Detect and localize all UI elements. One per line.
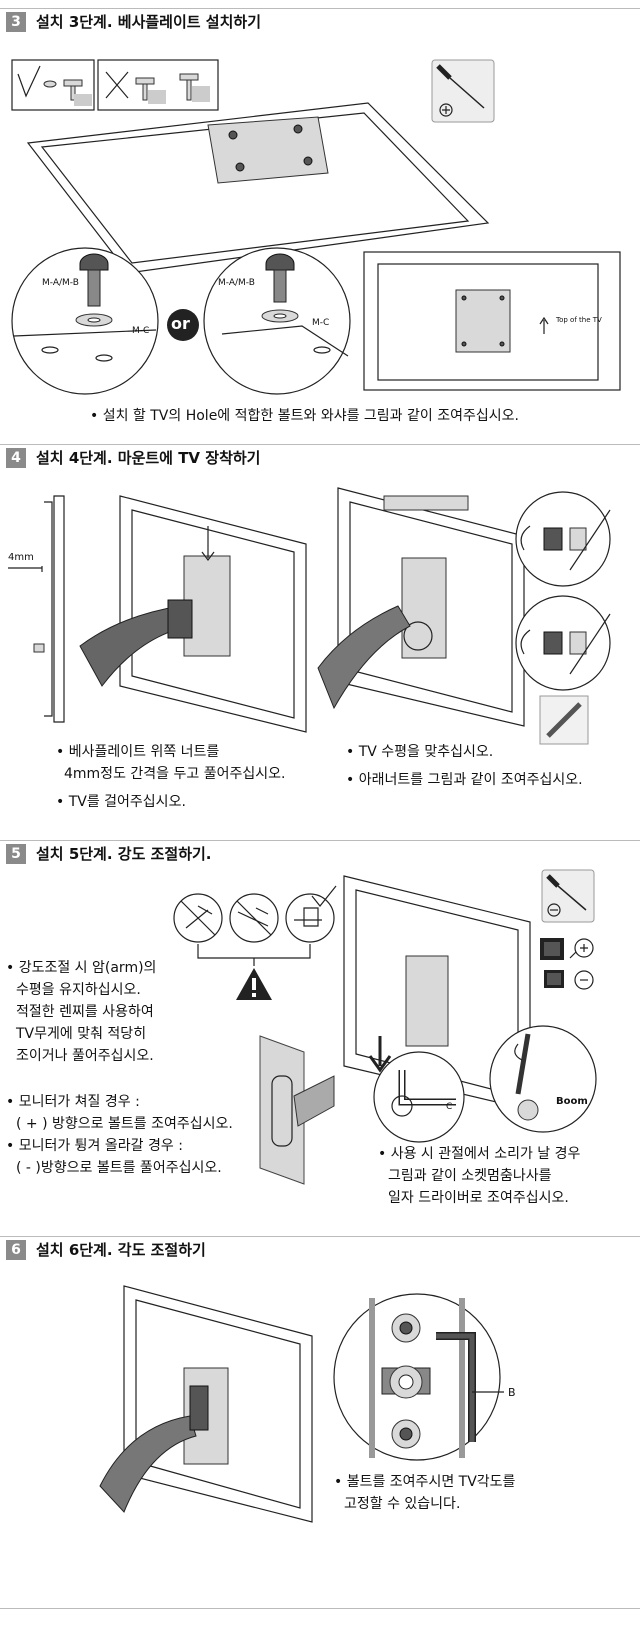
step-4-title: 설치 4단계. 마운트에 TV 장착하기 <box>36 449 261 467</box>
step-4-note-right-1: • TV 수평을 맞추십시오. <box>346 744 494 760</box>
tv-hanging-illustration <box>79 495 307 733</box>
step-5-note-left-1: • 강도조절 시 암(arm)의 <box>6 960 157 976</box>
tv-side-profile-illustration <box>33 495 65 723</box>
spirit-level-icon <box>539 695 589 745</box>
bolt-b-label: B <box>508 1386 516 1399</box>
step-5-note-right-2: 그림과 같이 소켓멈춤나사를 <box>388 1168 552 1184</box>
step-6-header: 6 설치 6단계. 각도 조절하기 <box>0 1236 640 1263</box>
step-4-note-right-2: • 아래너트를 그림과 같이 조여주십시오. <box>346 772 583 788</box>
step-5-note-left-8: • 모니터가 튕겨 올라갈 경우 : <box>6 1138 183 1154</box>
tv-level-illustration <box>317 487 525 727</box>
screwdriver-minus-icon <box>541 869 595 923</box>
step-5-title: 설치 5단계. 강도 조절하기. <box>36 845 212 863</box>
step-5-note-right-3: 일자 드라이버로 조여주십시오. <box>388 1190 569 1206</box>
nut-detail-circle-bottom <box>515 595 611 691</box>
step-5-note-left-4: TV무게에 맞춰 적당히 <box>16 1026 147 1042</box>
tighten-plus-icon <box>540 938 594 960</box>
wall-bracket-illustration <box>259 1035 335 1185</box>
step-3-title: 설치 3단계. 베사플레이트 설치하기 <box>36 13 262 31</box>
socket-screw-detail-circle <box>489 1025 597 1133</box>
step-3-number: 3 <box>6 12 26 32</box>
step-4-header: 4 설치 4단계. 마운트에 TV 장착하기 <box>0 444 640 471</box>
step-5-header: 5 설치 5단계. 강도 조절하기. <box>0 840 640 867</box>
incorrect-washer-icon <box>97 59 219 111</box>
bolt-label-left: M-A/M-B <box>42 278 79 288</box>
vesa-plate-position-illustration <box>363 251 621 391</box>
nut-detail-circle-top <box>515 491 611 587</box>
step-3-section: 3 설치 3단계. 베사플레이트 설치하기 <box>0 8 640 440</box>
step-3-header: 3 설치 3단계. 베사플레이트 설치하기 <box>0 8 640 35</box>
arm-level-warning-icons <box>173 885 337 1000</box>
tv-back-illustration <box>26 102 490 274</box>
gap-4mm-label: 4mm <box>8 552 34 563</box>
bottom-divider <box>0 1608 640 1609</box>
step-5-note-right-1: • 사용 시 관절에서 소리가 날 경우 <box>378 1146 581 1162</box>
top-of-tv-label: Top of the TV <box>556 316 602 324</box>
tv-angle-illustration <box>99 1285 313 1523</box>
step-5-number: 5 <box>6 844 26 864</box>
step-6-title: 설치 6단계. 각도 조절하기 <box>36 1241 206 1259</box>
wrench-c-label: C <box>446 1102 453 1112</box>
or-label: or <box>171 314 190 333</box>
step-6-note-1: • 볼트를 조여주시면 TV각도를 <box>334 1474 516 1490</box>
step-4-note-left-3: • TV를 걸어주십시오. <box>56 794 186 810</box>
step-6-note-2: 고정할 수 있습니다. <box>344 1496 461 1512</box>
or-badge-icon <box>167 309 199 341</box>
step-5-note-left-3: 적절한 렌찌를 사용하여 <box>16 1004 154 1020</box>
step-5-note-left-9: ( - )방향으로 볼트를 풀어주십시오. <box>16 1160 222 1176</box>
washer-label-left: M-C <box>132 326 150 336</box>
step-4-note-left-2: 4mm정도 간격을 두고 풀어주십시오. <box>64 766 286 782</box>
gap-dimension-line <box>8 566 43 572</box>
loosen-minus-icon <box>544 970 594 990</box>
step-6-section: 6 설치 6단계. 각도 조절하기 B • 볼트를 조여주시면 TV각도를 고정… <box>0 1236 640 1628</box>
bolt-detail-circle-right <box>203 247 351 395</box>
angle-bolt-detail-circle <box>333 1293 504 1461</box>
bolt-detail-circle-left <box>11 247 159 395</box>
boom-label: Boom <box>556 1096 588 1107</box>
step-5-note-left-2: 수평을 유지하십시오. <box>16 982 141 998</box>
step-5-note-left-7: ( + ) 방향으로 볼트를 조여주십시오. <box>16 1116 233 1132</box>
step-5-note-left-5: 조이거나 풀어주십시오. <box>16 1048 154 1064</box>
bolt-label-right: M-A/M-B <box>218 278 255 288</box>
screwdriver-plus-icon <box>431 59 495 123</box>
step-6-number: 6 <box>6 1240 26 1260</box>
step-4-section: 4 설치 4단계. 마운트에 TV 장착하기 4mm <box>0 444 640 836</box>
step-4-note-left-1: • 베사플레이트 위쪽 너트를 <box>56 744 220 760</box>
washer-label-right: M-C <box>312 318 330 328</box>
step-5-section: 5 설치 5단계. 강도 조절하기. <box>0 840 640 1214</box>
tension-adjust-tv-illustration <box>343 875 531 1111</box>
hex-wrench-detail-circle <box>373 1051 465 1143</box>
step-4-number: 4 <box>6 448 26 468</box>
correct-washer-icon <box>11 59 95 111</box>
step-3-note: • 설치 할 TV의 Hole에 적합한 볼트와 와샤를 그림과 같이 조여주십… <box>90 408 519 424</box>
step-5-note-left-6: • 모니터가 쳐질 경우 : <box>6 1094 140 1110</box>
